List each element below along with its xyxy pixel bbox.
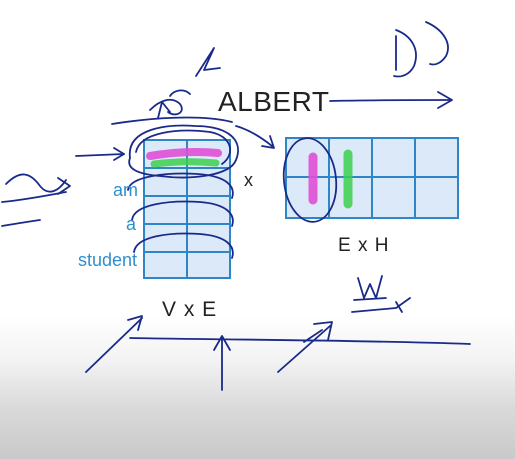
bottom-line [129, 337, 471, 345]
title-arrowhead [437, 91, 453, 109]
bottom-arrowhead [313, 321, 333, 341]
input-arrow [75, 153, 125, 157]
ink-stroke [111, 116, 233, 125]
token-word: a [125, 214, 136, 234]
embedding-matrix-label: V x E [162, 298, 218, 321]
wave-stroke [1, 191, 67, 203]
magenta-row-highlight [146, 148, 222, 160]
highlighter-marks [146, 148, 353, 209]
embedding-row-loop [135, 129, 232, 165]
input-arrowhead [113, 147, 125, 161]
corner-scribble [393, 29, 417, 78]
ink-annotations [1, 21, 471, 391]
w-underline [353, 297, 387, 301]
embedding-row-loop [128, 124, 239, 179]
ink-stroke [157, 101, 171, 119]
projection-matrix-label: E x H [338, 235, 390, 256]
bottom-arrowhead [127, 315, 143, 331]
token-word: am [112, 180, 138, 200]
corner-scribble [425, 21, 449, 66]
bottom-arrow [277, 325, 331, 373]
ink-stroke [303, 329, 323, 343]
bottom-arrowhead [213, 335, 231, 351]
projection-column-oval [282, 137, 338, 223]
embedding-row-loop [127, 172, 234, 199]
wave-stroke [1, 219, 41, 227]
bottom-arrow [85, 317, 143, 373]
title-arrow [329, 99, 451, 102]
w-tick [395, 301, 403, 313]
ink-arrowhead [195, 47, 221, 77]
ink-stroke [169, 89, 191, 97]
token-word: student [77, 250, 137, 270]
multiply-operator: x [244, 170, 253, 190]
wave-stroke [5, 173, 67, 193]
connect-arrowhead [261, 135, 275, 149]
ink-stroke [149, 98, 183, 116]
embedding-row-loop [131, 200, 234, 227]
wave-arrowhead [57, 177, 71, 195]
green-row-highlight [150, 158, 220, 168]
albert-title: ALBERT [218, 86, 330, 117]
w-letter [357, 275, 383, 299]
w-underline [351, 297, 411, 313]
connect-arrow [235, 125, 273, 147]
embedding-row-loop [133, 232, 234, 259]
